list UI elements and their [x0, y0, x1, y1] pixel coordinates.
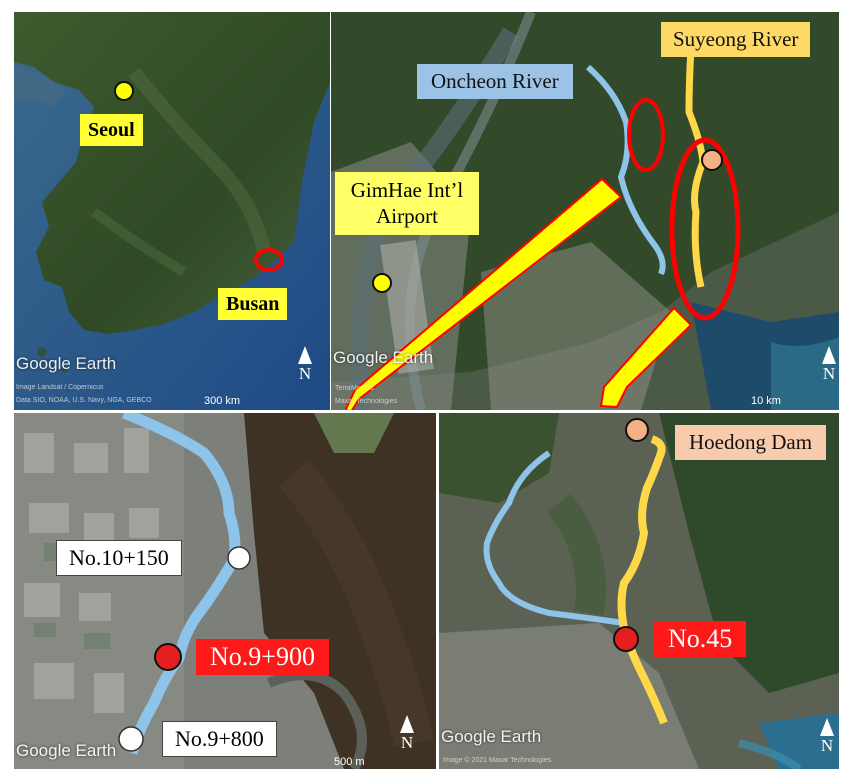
- north-arrow-icon: [822, 346, 836, 364]
- north-indicator: N: [816, 718, 838, 756]
- north-indicator: N: [396, 715, 418, 753]
- data-credit: Data SIO, NOAA, U.S. Navy, NGA, GEBCO: [16, 397, 152, 404]
- google-earth-watermark: Google Earth: [16, 741, 117, 760]
- oncheon-highlight-ellipse: [627, 98, 665, 172]
- north-indicator: N: [294, 346, 316, 384]
- station-9-900-marker: [154, 643, 182, 671]
- suyeong-river-detail-line: [617, 435, 668, 725]
- imagery-credit: Image Landsat / Copernicus: [16, 384, 104, 391]
- suyeong-highlight-ellipse: [669, 137, 741, 321]
- oncheon-satellite-image: [14, 413, 436, 769]
- station-45-marker: [613, 626, 639, 652]
- hoedong-dam-marker: [625, 418, 649, 442]
- north-arrow-icon: [298, 346, 312, 364]
- station-9-800-label: No.9+800: [162, 721, 277, 757]
- hoedong-dam-label: Hoedong Dam: [675, 425, 827, 460]
- suyeong-detail-map: Hoedong Dam No.45 Google Earth Image © 2…: [439, 413, 839, 769]
- airport-label: GimHae Int’l Airport: [335, 172, 479, 236]
- google-earth-watermark: Google Earth: [441, 727, 542, 746]
- scale-label: 10 km: [751, 395, 781, 407]
- korea-overview-map: Seoul Busan Google Earth Image Landsat /…: [14, 12, 330, 410]
- google-earth-watermark: Google Earth: [333, 348, 434, 367]
- station-45-label: No.45: [654, 621, 747, 657]
- oncheon-river-line: [586, 64, 666, 276]
- seoul-label: Seoul: [80, 114, 143, 146]
- dam-marker: [701, 149, 723, 171]
- scale-label: 300 km: [204, 395, 241, 407]
- airport-marker: [372, 273, 392, 293]
- north-arrow-icon: [400, 715, 414, 733]
- north-indicator: N: [818, 346, 839, 384]
- suyeong-detail-arrow: [599, 306, 693, 409]
- north-arrow-icon: [820, 718, 834, 736]
- oncheon-detail-map: No.10+150 No.9+900 No.9+800 Google Earth…: [14, 413, 436, 769]
- imagery-credit: Image © 2021 Maxar Technologies: [443, 757, 552, 764]
- station-10-150-label: No.10+150: [56, 540, 182, 576]
- busan-label: Busan: [218, 288, 288, 320]
- data-credit: Maxar Technologies: [335, 398, 398, 405]
- oncheon-river-label: Oncheon River: [417, 64, 573, 99]
- oncheon-river-line: [483, 450, 625, 626]
- oncheon-river-detail-line: [121, 413, 241, 755]
- suyeong-river-label: Suyeong River: [661, 22, 811, 57]
- station-10-150-marker: [227, 546, 251, 570]
- korea-satellite-image: [14, 12, 330, 410]
- oncheon-detail-arrow: [344, 177, 623, 410]
- seoul-marker: [114, 81, 134, 101]
- busan-highlight-circle: [254, 248, 284, 272]
- busan-region-map: Suyeong River Oncheon River GimHae Int’l…: [331, 12, 839, 410]
- station-9-800-marker: [118, 726, 144, 752]
- suyeong-satellite-image: [439, 413, 839, 769]
- imagery-credit: TerraMetrics: [335, 385, 374, 392]
- station-9-900-label: No.9+900: [196, 639, 329, 675]
- google-earth-watermark: Google Earth: [16, 354, 117, 373]
- scale-label: 500 m: [334, 756, 365, 768]
